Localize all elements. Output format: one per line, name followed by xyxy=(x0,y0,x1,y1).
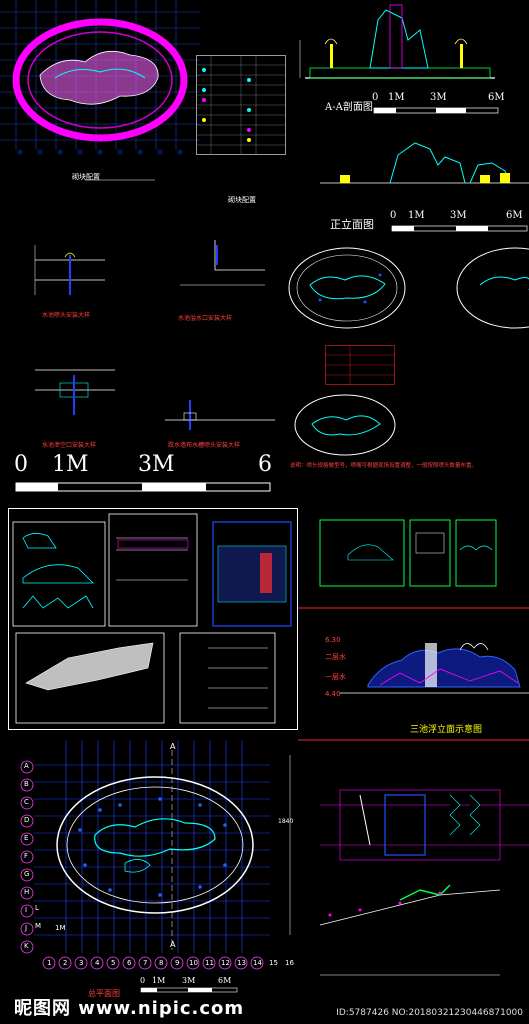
grid-col-4: 4 xyxy=(95,959,100,967)
scale-mid-0: 0 xyxy=(390,210,397,221)
scale-top-1m: 1M xyxy=(388,92,405,103)
plan-title-top: 砌块配置 xyxy=(72,173,100,181)
scale-mid-3m: 3M xyxy=(450,210,467,221)
grid-col-10: 10 xyxy=(189,959,198,967)
elev-level-1: 一层水 xyxy=(325,673,346,681)
detail-1-title: 水池喷头安装大样 xyxy=(42,312,91,319)
grid-col-6: 6 xyxy=(127,959,132,967)
scale-bar-bottom xyxy=(140,987,238,993)
plan-title-top2: 砌块配置 xyxy=(228,196,256,204)
scale-mid-6m: 6M xyxy=(506,210,523,221)
scale-bottom-0: 0 xyxy=(140,976,146,985)
grid-col-16: 16 xyxy=(285,959,294,967)
scale-bar-top xyxy=(373,107,499,114)
grid-col-7: 7 xyxy=(143,959,148,967)
axis-a-bottom: A xyxy=(170,940,176,949)
grid-row-c: C xyxy=(24,798,29,806)
grid-row-k: K xyxy=(24,942,29,950)
elev-level-bottom: 4.40 xyxy=(325,690,341,698)
aa-section-title: A-A剖面图 xyxy=(325,102,373,113)
scale-big-0: 0 xyxy=(14,452,28,477)
scale-big-3m: 3M xyxy=(138,452,175,477)
grid-col-11: 11 xyxy=(205,959,214,967)
grid-row-h: H xyxy=(24,888,30,896)
detail-1-drawing xyxy=(34,245,105,295)
grid-row-a: A xyxy=(24,762,29,770)
plan-title-underline xyxy=(85,179,155,181)
plan-total-title: 总平面图 xyxy=(88,989,120,998)
mid-table-red xyxy=(325,345,395,385)
red-divider-2 xyxy=(298,739,529,741)
grid-col-12: 12 xyxy=(221,959,230,967)
footer-bar: 昵图网 www.nipic.com ID:5787426 NO:20180321… xyxy=(0,994,529,1024)
grid-row-b: B xyxy=(24,780,29,788)
rock-elevation xyxy=(320,142,529,184)
detail-2-title: 水池溢水口安装大样 xyxy=(178,315,233,322)
detail-3-title: 水池泄空口安装大样 xyxy=(42,442,97,449)
scale-top-3m: 3M xyxy=(430,92,447,103)
aa-section-drawing xyxy=(299,4,495,79)
grid-row-m: M xyxy=(35,922,42,930)
grid-col-13: 13 xyxy=(237,959,246,967)
grid-row-j: J xyxy=(25,924,28,932)
dim-1840: 1840 xyxy=(278,818,294,825)
grid-col-8: 8 xyxy=(159,959,164,967)
sheet-block xyxy=(8,508,298,730)
green-sheets xyxy=(319,519,497,587)
scale-bottom-6m: 6M xyxy=(218,976,232,985)
detail-4-drawing xyxy=(165,400,275,430)
mid-oval-plans xyxy=(288,247,529,329)
detail-2-drawing xyxy=(180,240,265,286)
detail-3-drawing xyxy=(35,369,115,415)
grid-col-1: 1 xyxy=(47,959,52,967)
lower-mid-oval xyxy=(294,394,396,456)
grid-plan xyxy=(20,740,291,970)
grid-col-15: 15 xyxy=(269,959,278,967)
detail-4-title: 跌水墙布水槽喷头安装大样 xyxy=(168,442,241,449)
image-id: ID:5787426 NO:20180321230446871000 xyxy=(336,1008,523,1018)
legend-table xyxy=(196,55,286,155)
scale-big-6: 6 xyxy=(258,452,272,477)
scale-1m-left: 1M xyxy=(55,924,66,932)
scale-bar-mid xyxy=(391,225,528,232)
colored-elevation xyxy=(340,643,529,694)
scale-bottom-3m: 3M xyxy=(182,976,196,985)
grid-row-l: L xyxy=(35,904,39,912)
grid-row-i: I xyxy=(25,906,28,914)
bottom-note: 说明：喷头规格做型号，喷嘴可根据现场设置调整，一般按照喷头数量布置。 xyxy=(290,463,478,469)
grid-col-3: 3 xyxy=(79,959,84,967)
front-elev-title: 正立面图 xyxy=(330,218,374,231)
grid-col-14: 14 xyxy=(253,959,262,967)
grid-col-9: 9 xyxy=(175,959,180,967)
oval-plan-top xyxy=(0,0,200,155)
scale-big-1m: 1M xyxy=(52,452,89,477)
site-logo[interactable]: 昵图网 www.nipic.com xyxy=(14,998,245,1019)
scale-top-6m: 6M xyxy=(488,92,505,103)
scale-bottom-1m: 1M xyxy=(152,976,166,985)
grid-row-d: D xyxy=(24,816,30,824)
bottom-right-section xyxy=(319,789,529,976)
axis-a-top: A xyxy=(170,742,176,751)
grid-row-g: G xyxy=(24,870,30,878)
elev-level-2: 二层水 xyxy=(325,653,346,661)
three-pool-title: 三池浮立面示意图 xyxy=(410,725,483,735)
scale-top-0: 0 xyxy=(372,92,379,103)
grid-row-f: F xyxy=(24,852,29,860)
grid-row-e: E xyxy=(24,834,29,842)
elev-level-top: 6.30 xyxy=(325,636,341,644)
grid-col-5: 5 xyxy=(111,959,116,967)
grid-col-2: 2 xyxy=(63,959,68,967)
scale-mid-1m: 1M xyxy=(408,210,425,221)
scale-bar-big xyxy=(15,482,271,492)
red-divider-1 xyxy=(298,607,529,609)
